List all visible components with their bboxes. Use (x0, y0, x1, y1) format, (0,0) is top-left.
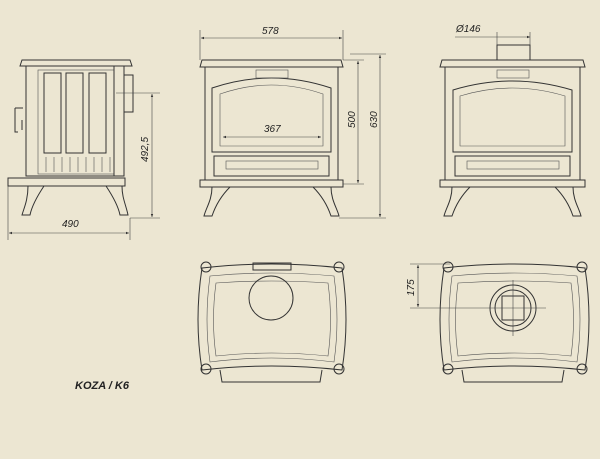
dim-label-front-body-height: 500 (347, 111, 358, 128)
dim-flue-diameter (455, 32, 531, 45)
dim-label-side-height: 492,5 (140, 137, 151, 162)
top-view-front (197, 261, 347, 383)
front-view (199, 59, 344, 217)
dim-label-top-flue-offset: 175 (406, 279, 417, 296)
dim-label-front-total-height: 630 (369, 111, 380, 128)
dim-top-flue-offset (410, 263, 480, 309)
side-view (7, 59, 134, 216)
dim-front-heights (339, 53, 386, 219)
dim-label-flue-diameter: Ø146 (455, 24, 481, 35)
top-view-back (439, 261, 590, 383)
dim-side-height (116, 92, 160, 219)
back-view (439, 44, 586, 217)
dim-label-side-depth: 490 (62, 219, 79, 230)
dim-label-door-width: 367 (264, 124, 281, 135)
dim-side-depth (7, 186, 131, 240)
drawing-title: KOZA / K6 (75, 380, 130, 392)
dim-label-front-width: 578 (262, 26, 279, 37)
dim-front-width (199, 30, 344, 60)
